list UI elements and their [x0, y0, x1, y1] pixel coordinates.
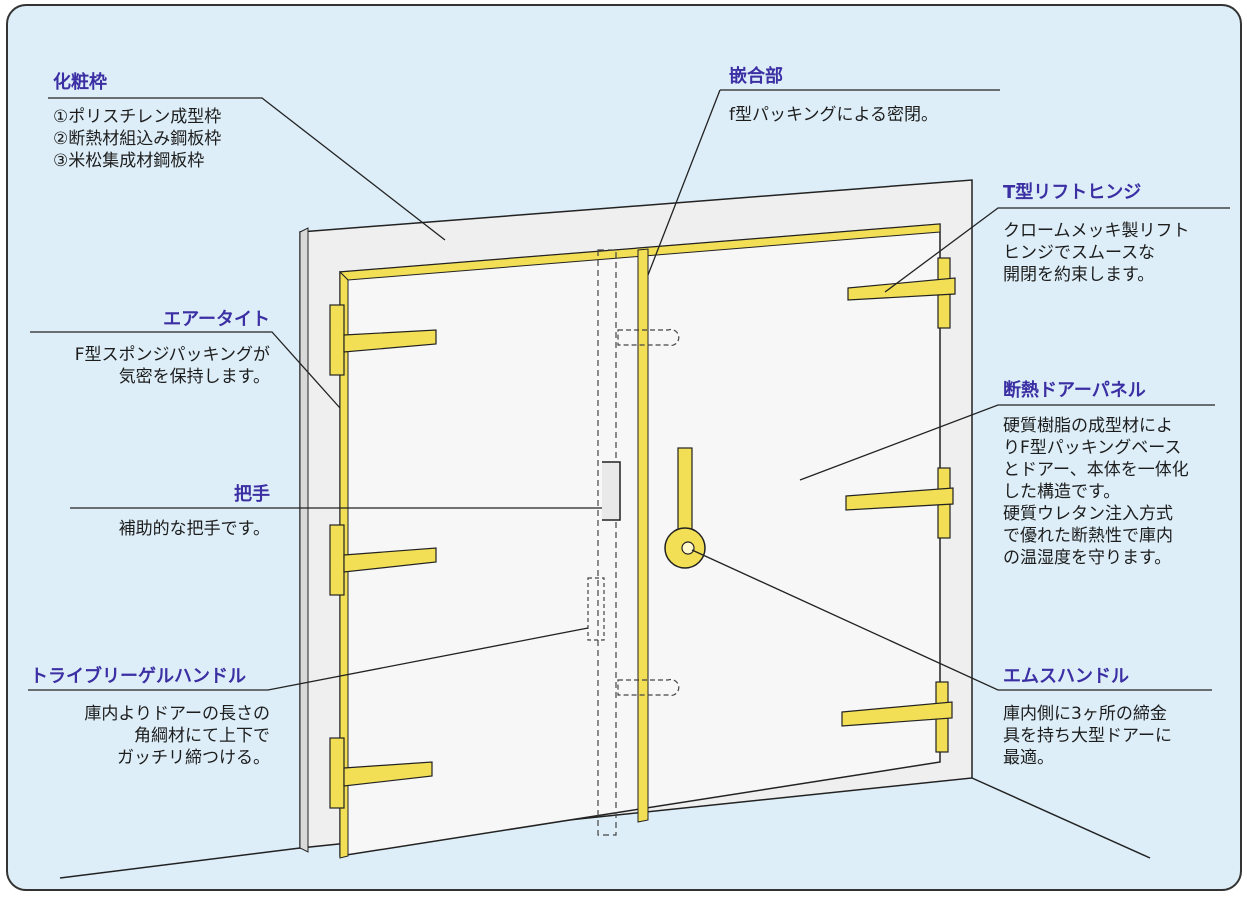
callout-airtight-title: エアータイト — [163, 309, 270, 330]
callout-m-handle-title: エムスハンドル — [1003, 666, 1129, 687]
callout-m-handle-body: 庫内側に3ヶ所の締金 具を持ち大型ドアーに 最適。 — [1003, 704, 1172, 768]
callout-tri-bar-title: トライブリーゲルハンドル — [30, 666, 246, 687]
callout-kangobu-title: 嵌合部 — [729, 66, 783, 87]
callout-handle-body: 補助的な把手です。 — [118, 519, 270, 539]
callout-t-lift-hinge-title: T型リフトヒンジ — [1003, 182, 1142, 203]
upper-latch-bolt — [617, 328, 680, 347]
callout-keshowaku-title: 化粧枠 — [53, 72, 107, 93]
lower-latch-bolt — [617, 678, 680, 697]
callout-kangobu-body: f型パッキングによる密閉。 — [729, 105, 938, 125]
right-hinges — [841, 257, 956, 753]
callout-t-lift-hinge-body: クロームメッキ製リフト ヒンジでスムースな 開閉を約束します。 — [1003, 221, 1190, 285]
callout-handle-title: 把手 — [234, 484, 270, 505]
callout-keshowaku-body: ①ポリスチレン成型枠 ②断熱材組込み鋼板枠 ③米松集成材鋼板枠 — [53, 107, 222, 171]
callout-panel-body: 硬質樹脂の成型材によ りF型パッキングベース とドアー、本体を一体化 した構造で… — [1003, 416, 1189, 568]
tri-bar-handle-grip — [587, 577, 605, 641]
center-seam — [637, 248, 649, 823]
leader-lines — [28, 89, 1230, 691]
frame-edge — [299, 227, 309, 853]
left-hinges — [329, 304, 437, 809]
floor-line-right — [971, 777, 1151, 859]
keyhole — [681, 541, 695, 555]
m-handle-lever — [677, 447, 693, 531]
floor-line-left — [59, 847, 301, 879]
auxiliary-handle — [602, 461, 621, 521]
callout-tri-bar-body: 庫内よりドアーの長さの 角綱材にて上下で ガッチリ締つける。 — [84, 704, 270, 768]
callout-panel-title: 断熱ドアーパネル — [1003, 380, 1146, 401]
tri-bar-rod — [597, 249, 617, 836]
callout-airtight-body: F型スポンジパッキングが 気密を保持します。 — [74, 345, 270, 387]
